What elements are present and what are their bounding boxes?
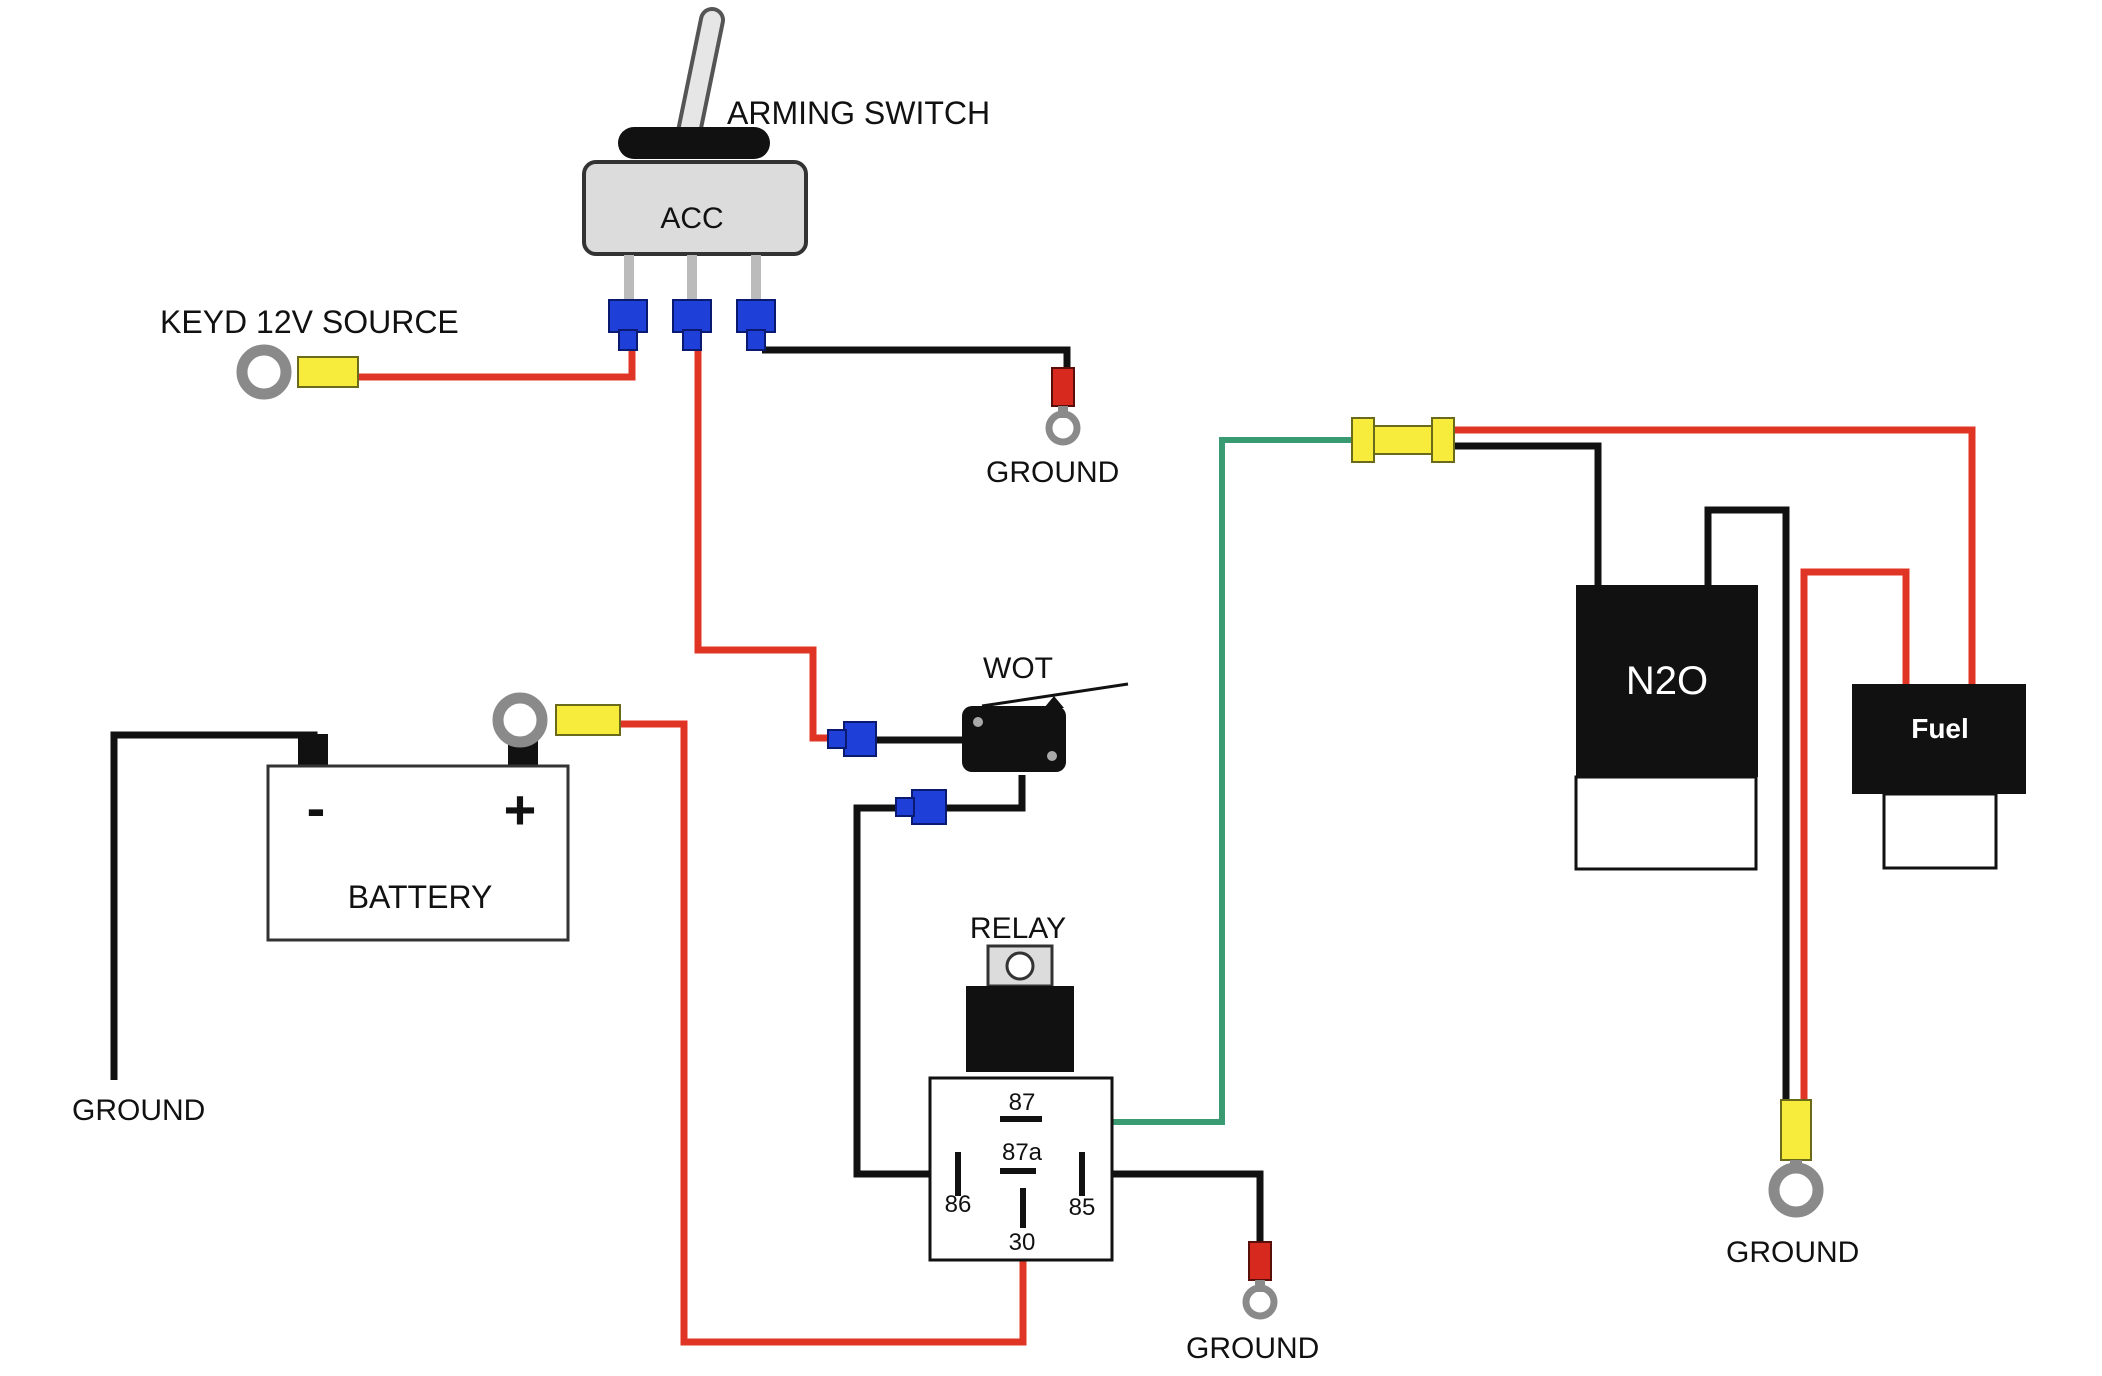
blue-connector-right — [736, 299, 776, 333]
n2o-label: N2O — [1626, 659, 1708, 703]
pin-86-label: 86 — [945, 1191, 972, 1218]
acc-label: ACC — [660, 202, 723, 235]
keyed-source-terminal — [236, 344, 359, 400]
battery-label: BATTERY — [348, 879, 493, 915]
wire-n2o-ground — [1704, 506, 1790, 1102]
wot-output-connector — [911, 789, 947, 825]
blue-connector-mid — [672, 299, 712, 333]
solenoid-ground-label: GROUND — [1726, 1236, 1859, 1269]
wire-connector-to-fuel-red — [1452, 426, 1976, 688]
wire-switch-to-wot — [694, 350, 838, 742]
fuel-solenoid: Fuel — [1852, 684, 2026, 870]
battery-ring-terminal — [492, 692, 548, 748]
relay-ground-terminal — [1242, 1241, 1278, 1320]
wot-body — [962, 706, 1066, 772]
ring-terminal — [236, 344, 292, 400]
fuel-solenoid-coil — [1852, 684, 2026, 794]
wire-connector-to-n2o-black — [1452, 442, 1602, 585]
relay-ground-red-tab — [1248, 1241, 1272, 1281]
wot-screw-a — [973, 717, 983, 727]
arming-switch: ACC — [582, 7, 808, 351]
battery-neg-post — [298, 734, 328, 766]
yellow-butt-connector-body — [1373, 425, 1433, 455]
yellow-connector — [297, 356, 359, 388]
switch-terminal-stem-mid — [687, 255, 697, 301]
toggle-lever-highlight — [679, 11, 721, 146]
n2o-solenoid: N2O — [1574, 585, 1758, 871]
battery: - + BATTERY — [266, 692, 621, 942]
wire-fuel-ground — [1800, 568, 1910, 1102]
wire-battery-to-relay-30 — [620, 720, 1027, 1346]
blue-connector-left-neck — [618, 329, 638, 351]
wot-input-connector — [843, 721, 877, 757]
solenoid-ground-yellow-connector — [1780, 1099, 1812, 1161]
ground-ring — [1045, 410, 1081, 446]
pin-86-mark — [955, 1152, 961, 1196]
blue-connector-right-neck — [746, 329, 766, 351]
relay-label: RELAY — [970, 912, 1066, 945]
pin-30-label: 30 — [1009, 1229, 1036, 1256]
red-ground-tab — [1051, 367, 1075, 407]
wot-input-connector-neck — [827, 729, 847, 749]
solenoid-ground-terminal — [1768, 1099, 1824, 1218]
yellow-butt-connector-left — [1351, 417, 1375, 463]
toggle-bushing — [618, 127, 770, 159]
n2o-solenoid-coil — [1576, 585, 1758, 777]
switch-body — [582, 160, 808, 256]
pin-87-mark — [1000, 1116, 1042, 1122]
battery-yellow-connector — [555, 704, 621, 736]
wire-relay-85-ground — [1102, 1170, 1264, 1245]
fuel-solenoid-body — [1882, 792, 1998, 870]
wire-wot-to-relay-86 — [853, 775, 1026, 1178]
battery-ground-label: GROUND — [72, 1094, 205, 1127]
wot-output-connector-neck — [895, 797, 915, 817]
wire-switch-ground — [762, 346, 1071, 372]
relay: 87 87a 86 85 30 — [928, 944, 1114, 1262]
relay-cap — [966, 986, 1074, 1072]
solenoid-connector — [1351, 417, 1455, 463]
wire-keyed-source — [358, 350, 636, 381]
wot-switch — [827, 682, 1129, 825]
wot-lever — [981, 682, 1129, 708]
arming-switch-label: ARMING SWITCH — [727, 95, 990, 131]
wot-label: WOT — [983, 652, 1053, 685]
relay-ground-ring — [1242, 1284, 1278, 1320]
pin-87-label: 87 — [1009, 1089, 1036, 1116]
battery-minus-sign: - — [307, 776, 326, 839]
switch-terminal-stem-right — [751, 255, 761, 301]
blue-connector-left — [608, 299, 648, 333]
keyed-source-label: KEYD 12V SOURCE — [160, 304, 459, 340]
fuel-label: Fuel — [1911, 713, 1969, 744]
battery-body — [266, 764, 570, 942]
switch-terminal-stem-left — [624, 255, 634, 301]
pin-87a-label: 87a — [1002, 1139, 1043, 1166]
yellow-butt-connector-right — [1431, 417, 1455, 463]
pin-87a-mark — [1000, 1168, 1036, 1174]
wot-screw-b — [1047, 751, 1057, 761]
switch-ground-label: GROUND — [986, 456, 1119, 489]
pin-85-mark — [1079, 1152, 1085, 1196]
wot-roller-mount — [1044, 696, 1064, 708]
relay-mount-hole — [1005, 951, 1035, 981]
battery-plus-sign: + — [504, 778, 537, 841]
wire-relay-87-green — [1042, 437, 1356, 1125]
solenoid-ground-ring — [1768, 1162, 1824, 1218]
pin-30-mark — [1020, 1188, 1026, 1228]
pin-85-label: 85 — [1069, 1194, 1096, 1221]
n2o-solenoid-body — [1574, 775, 1758, 871]
relay-ground-label: GROUND — [1186, 1332, 1319, 1365]
blue-connector-mid-neck — [682, 329, 702, 351]
switch-ground-terminal — [1045, 367, 1081, 446]
